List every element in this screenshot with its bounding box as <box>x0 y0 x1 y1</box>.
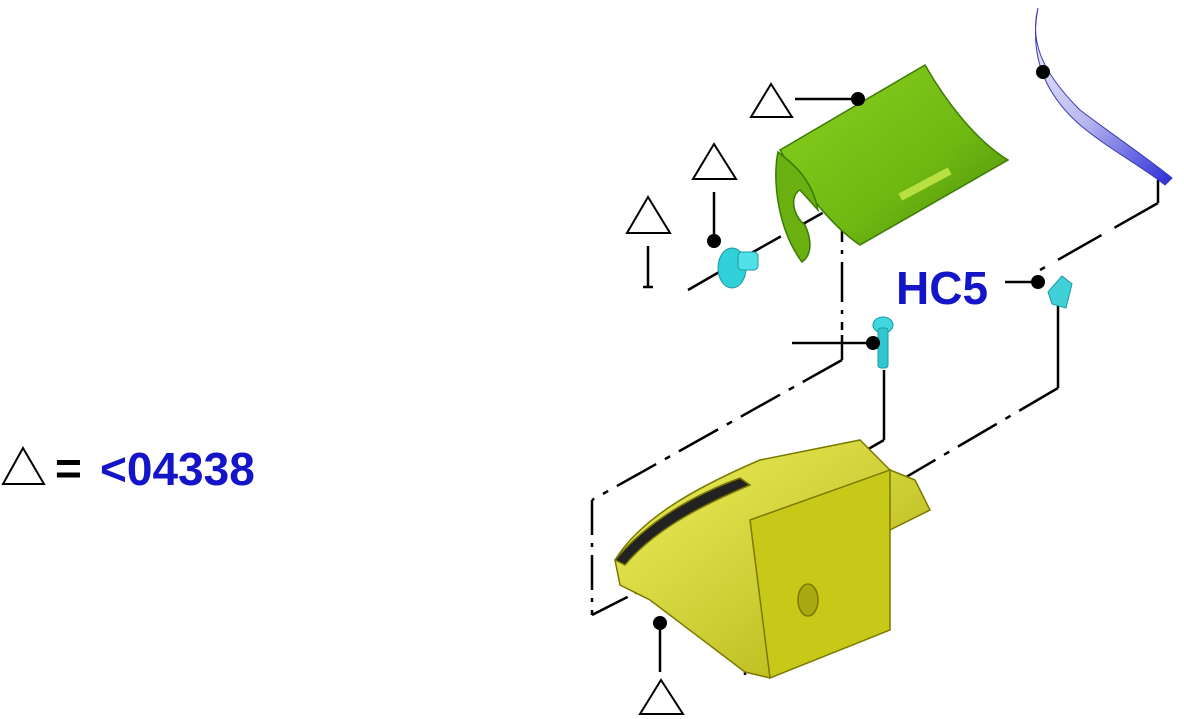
clip-part[interactable] <box>1047 275 1073 309</box>
legend-triangle-icon <box>1 445 46 485</box>
console-body-part[interactable] <box>613 439 932 680</box>
triangle-callout-icons <box>625 82 794 715</box>
push-fastener-part[interactable] <box>717 247 759 289</box>
leader-dots <box>653 65 1050 630</box>
legend-code: <04338 <box>100 443 255 495</box>
screw-part[interactable] <box>872 316 894 369</box>
legend-equals: = <box>55 442 82 494</box>
console-lid-part[interactable] <box>775 63 1010 264</box>
trim-strip-part[interactable] <box>1035 7 1173 186</box>
hc5-callout-label: HC5 <box>896 262 988 314</box>
